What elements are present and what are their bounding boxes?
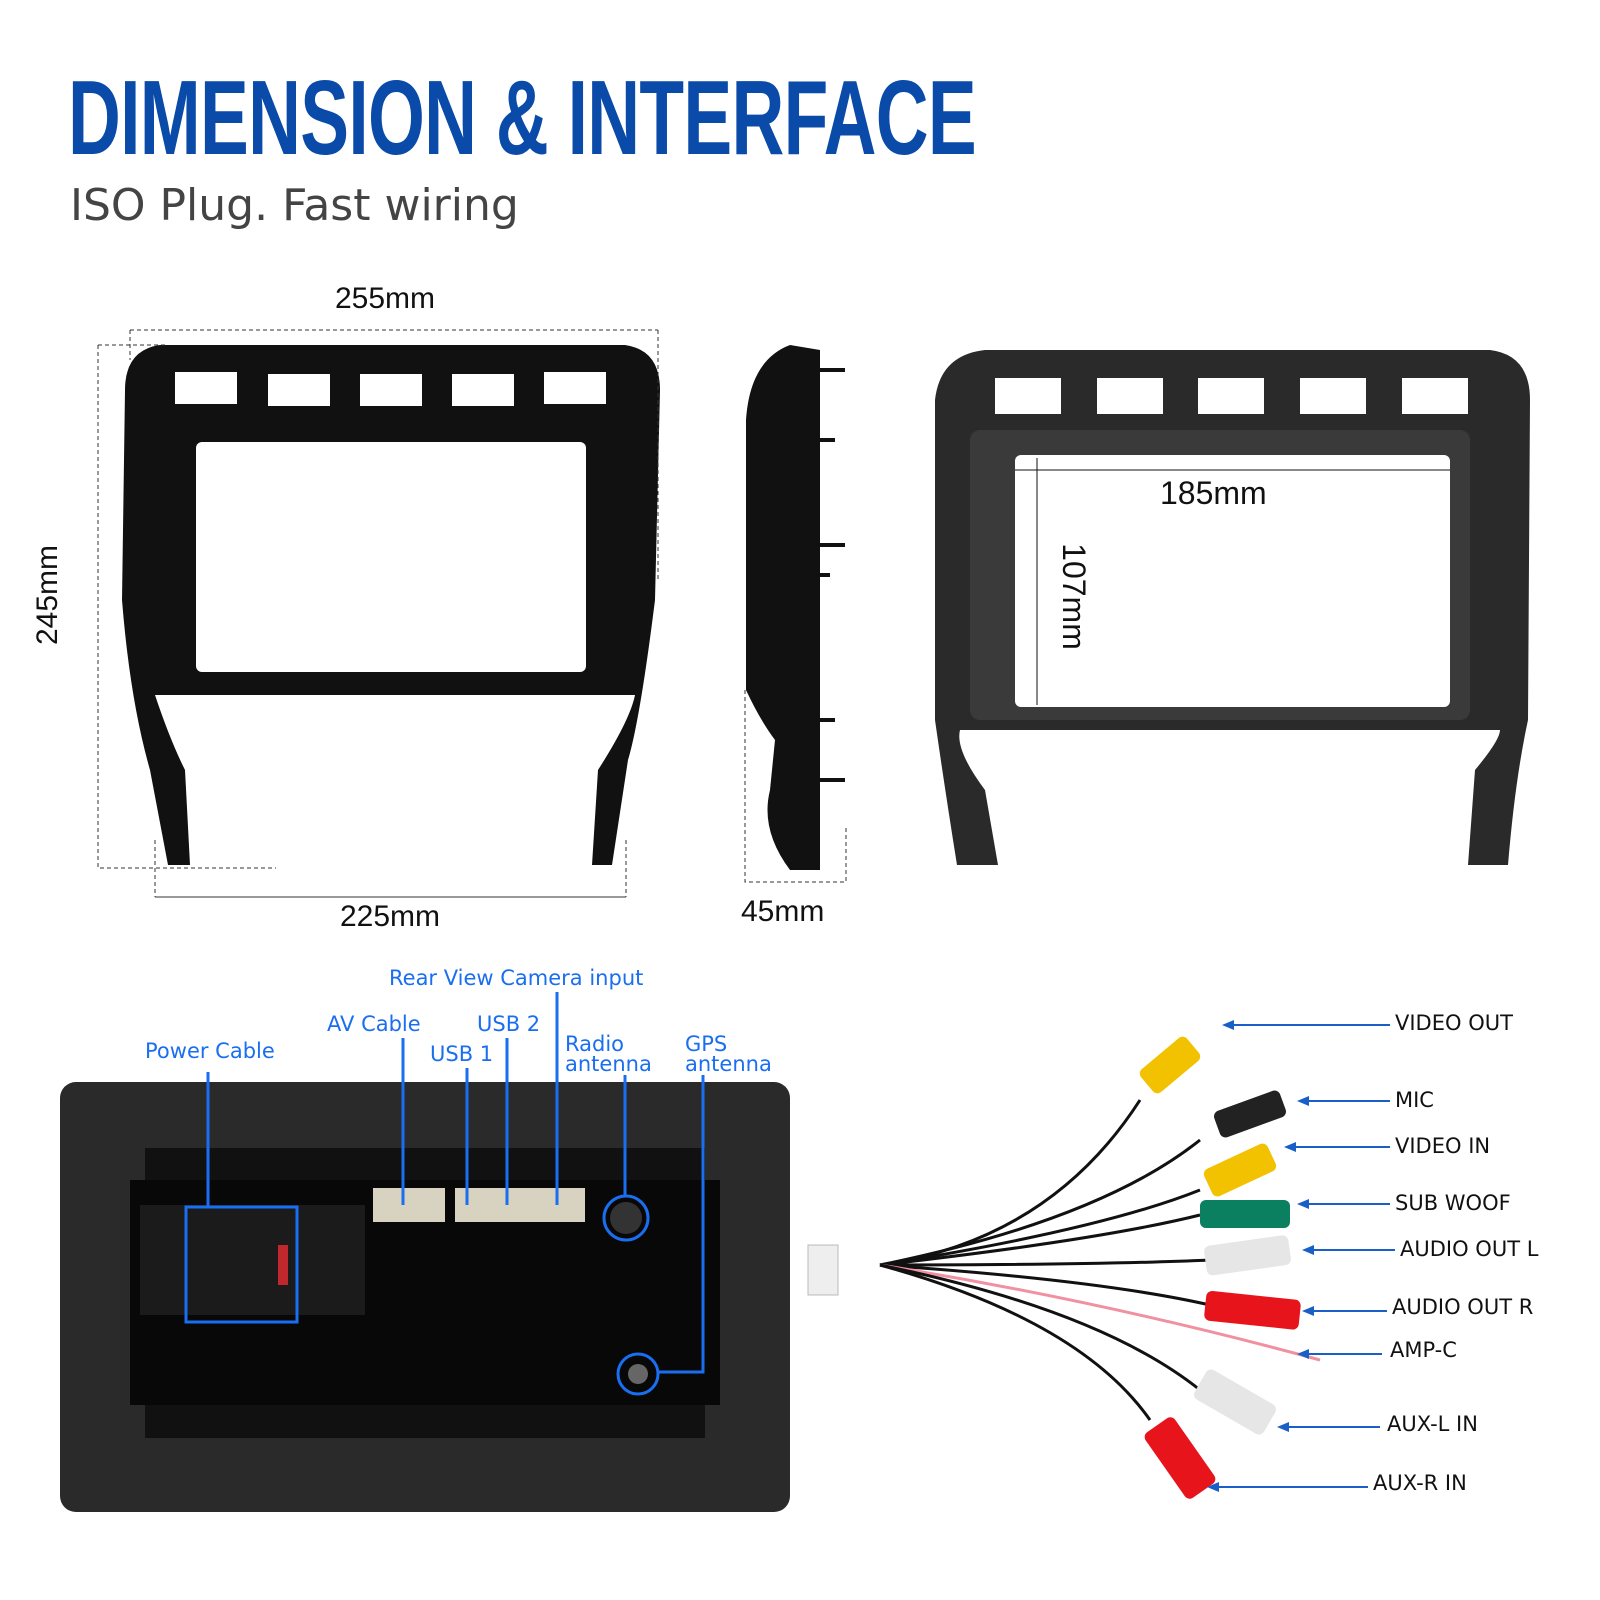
- rca-plugs: [1139, 1036, 1301, 1499]
- gps-antenna-line1: GPS: [685, 1032, 728, 1056]
- aux-r-in-label: AUX-R IN: [1373, 1471, 1467, 1495]
- sub-woof-label: SUB WOOF: [1395, 1191, 1511, 1215]
- power-cable-label: Power Cable: [145, 1039, 275, 1063]
- page-title: DIMENSION & INTERFACE: [68, 59, 977, 177]
- bottom-width-label: 225mm: [340, 900, 441, 933]
- rear-camera-label: Rear View Camera input: [389, 966, 644, 990]
- usb2-label: USB 2: [477, 1012, 541, 1036]
- aux-l-in-label: AUX-L IN: [1387, 1412, 1478, 1436]
- screen-width-label: 185mm: [1160, 475, 1267, 511]
- radio-antenna-line1: Radio: [565, 1032, 625, 1056]
- mic-label: MIC: [1395, 1088, 1434, 1112]
- top-width-label: 255mm: [335, 282, 436, 315]
- head-unit-rear: [60, 1082, 790, 1512]
- gps-antenna-line2: antenna: [685, 1052, 772, 1076]
- label-arrows: [1215, 1024, 1395, 1488]
- radio-antenna-line2: antenna: [565, 1052, 652, 1076]
- radio-antenna-label: Radio antenna: [565, 1032, 652, 1076]
- rear-frame: [935, 350, 1530, 865]
- audio-out-l-label: AUDIO OUT L: [1400, 1237, 1539, 1261]
- av-cable-label: AV Cable: [327, 1012, 421, 1036]
- usb1-label: USB 1: [430, 1042, 494, 1066]
- video-out-label: VIDEO OUT: [1395, 1011, 1513, 1035]
- front-dimension-lines: [97, 329, 659, 897]
- gps-antenna-label: GPS antenna: [685, 1032, 772, 1076]
- port-callouts: [184, 992, 705, 1396]
- front-frame: [122, 345, 660, 865]
- amp-c-label: AMP-C: [1390, 1338, 1457, 1362]
- page-subtitle: ISO Plug. Fast wiring: [70, 180, 519, 231]
- rca-harness: [807, 1099, 1321, 1421]
- screen-height-label: 107mm: [1055, 543, 1092, 650]
- arrow-heads: [1207, 1020, 1314, 1492]
- side-frame: [744, 345, 847, 883]
- height-label: 245mm: [31, 544, 65, 646]
- depth-label: 45mm: [741, 895, 825, 928]
- video-in-label: VIDEO IN: [1395, 1134, 1491, 1158]
- audio-out-r-label: AUDIO OUT R: [1392, 1295, 1534, 1319]
